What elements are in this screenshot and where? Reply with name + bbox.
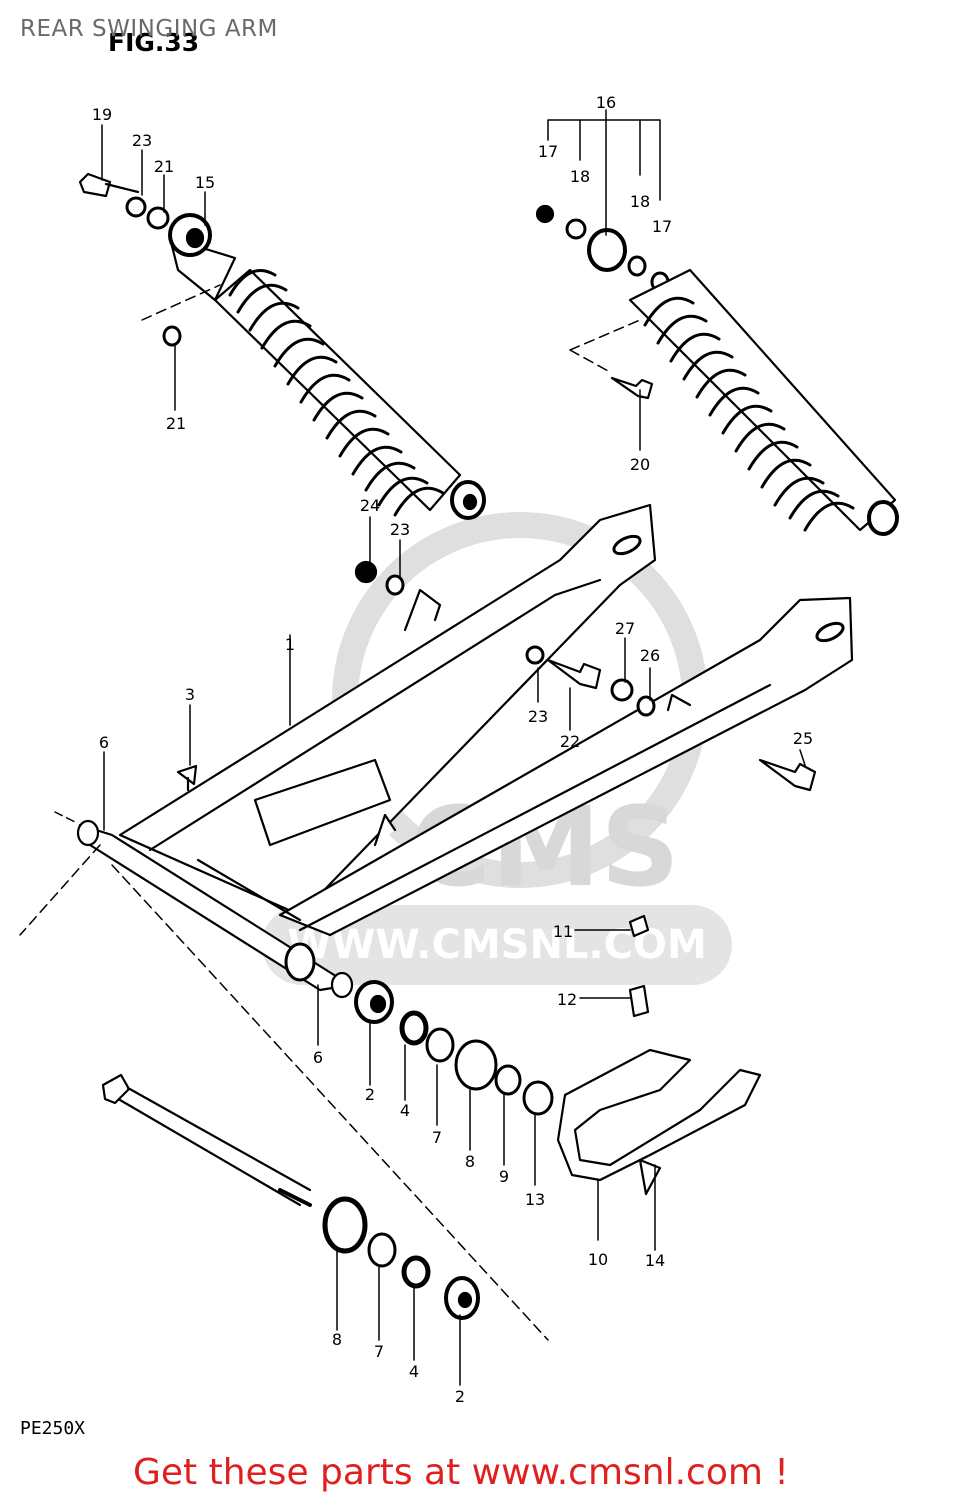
callout: 18 (630, 192, 650, 211)
callout: 20 (630, 455, 650, 474)
callout: 11 (553, 922, 573, 941)
callout: 23 (528, 707, 548, 726)
callout: 19 (92, 105, 112, 124)
callout: 26 (640, 646, 660, 665)
callout: 3 (185, 685, 195, 704)
callout: 7 (432, 1128, 442, 1147)
callout: 23 (390, 520, 410, 539)
left-shock-absorber (168, 213, 486, 520)
callout: 1 (285, 635, 295, 654)
callout: 8 (332, 1330, 342, 1349)
callout: 7 (374, 1342, 384, 1361)
callout: 27 (615, 619, 635, 638)
callout: 25 (793, 729, 813, 748)
swinging-arm (54, 503, 854, 999)
callout: 6 (313, 1048, 323, 1067)
callout: 22 (560, 732, 580, 751)
callout: 2 (365, 1085, 375, 1104)
callout: 17 (538, 142, 558, 161)
callout: 4 (400, 1101, 410, 1120)
callout: 17 (652, 217, 672, 236)
model-code: PE250X (20, 1418, 86, 1439)
callout: 16 (596, 93, 616, 112)
callout: 24 (360, 496, 380, 515)
callout: 10 (588, 1250, 608, 1269)
callout: 4 (409, 1362, 419, 1381)
promo-link[interactable]: Get these parts at www.cmsnl.com ! (133, 1452, 789, 1493)
pivot-hardware (19, 844, 762, 1341)
callout-leaders (101, 109, 806, 1386)
left-shock-hardware (78, 172, 221, 347)
callout: 23 (132, 131, 152, 150)
callout: 2 (455, 1387, 465, 1406)
callout: 18 (570, 167, 590, 186)
callout: 8 (465, 1152, 475, 1171)
callout: 9 (499, 1167, 509, 1186)
callout: 21 (154, 157, 174, 176)
callout-numbers: 19 23 21 15 21 16 17 18 18 17 20 24 23 1… (92, 93, 813, 1406)
callout: 13 (525, 1190, 545, 1209)
page-title: REAR SWINGING ARM (20, 16, 278, 42)
callout: 6 (99, 733, 109, 752)
figure-title: FIG.33 (108, 28, 200, 57)
callout: 14 (645, 1251, 665, 1270)
callout: 21 (166, 414, 186, 433)
right-shock-absorber (535, 204, 899, 536)
callout: 15 (195, 173, 215, 192)
callout: 12 (557, 990, 577, 1009)
